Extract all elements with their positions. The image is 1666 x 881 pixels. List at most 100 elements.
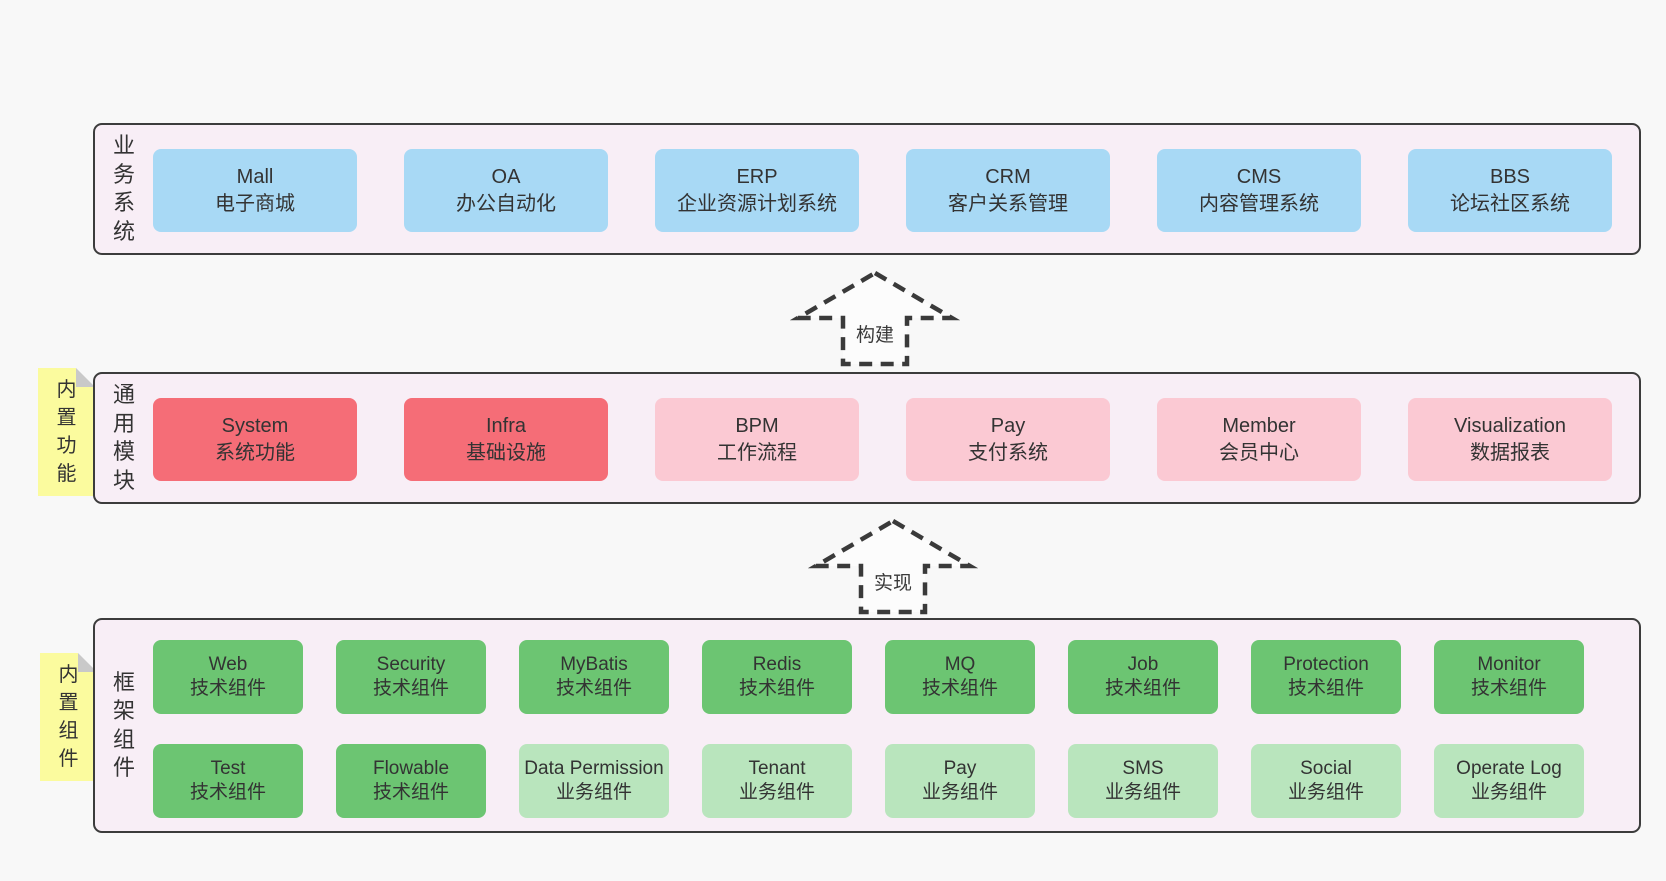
module-box: Member 会员中心 [1157, 398, 1361, 481]
module-box: BBS 论坛社区系统 [1408, 149, 1612, 232]
module-box: Infra 基础设施 [404, 398, 608, 481]
band-common-modules-label: 通用模块 [113, 381, 136, 493]
up-arrow-dashed-icon [790, 270, 960, 367]
module-title: Social [1300, 758, 1352, 780]
module-subtitle: 技术组件 [555, 678, 632, 699]
sticky-builtin-features: 内置功能 [38, 368, 95, 496]
module-box: Pay 支付系统 [906, 398, 1110, 481]
module-box: Mall 电子商城 [153, 149, 357, 232]
module-subtitle: 技术组件 [1287, 678, 1364, 699]
module-subtitle: 支付系统 [968, 441, 1048, 464]
module-box: Visualization 数据报表 [1408, 398, 1612, 481]
module-box: Web 技术组件 [153, 640, 303, 714]
module-title: Member [1222, 414, 1296, 437]
module-box: SMS 业务组件 [1068, 744, 1218, 818]
module-title: SMS [1122, 758, 1164, 780]
framework-components-row-1: Web 技术组件 Security 技术组件 MyBatis 技术组件 Redi… [153, 640, 1584, 714]
module-subtitle: 论坛社区系统 [1450, 192, 1570, 215]
module-title: System [221, 414, 289, 437]
module-title: Redis [752, 654, 802, 676]
arrow-implement: 实现 [808, 518, 978, 616]
module-box: Job 技术组件 [1068, 640, 1218, 714]
module-title: Flowable [372, 758, 450, 780]
module-subtitle: 技术组件 [372, 782, 449, 803]
module-subtitle: 技术组件 [921, 678, 998, 699]
module-subtitle: 业务组件 [738, 782, 815, 803]
module-subtitle: 工作流程 [717, 441, 797, 464]
band-business-systems: 业务系统 Mall 电子商城 OA 办公自动化 ERP 企业资源计划系统 CRM… [93, 123, 1641, 255]
module-subtitle: 业务组件 [1104, 782, 1181, 803]
folded-corner-icon [76, 368, 95, 387]
module-subtitle: 办公自动化 [456, 192, 556, 215]
module-subtitle: 客户关系管理 [948, 192, 1068, 215]
band-framework-components-label: 框架组件 [113, 669, 136, 781]
module-title: Job [1127, 654, 1159, 676]
module-subtitle: 技术组件 [1104, 678, 1181, 699]
arrow-build-label: 构建 [855, 325, 895, 346]
module-subtitle: 技术组件 [1470, 678, 1547, 699]
module-box: MyBatis 技术组件 [519, 640, 669, 714]
module-title: Protection [1283, 654, 1369, 676]
module-title: MQ [944, 654, 976, 676]
band-framework-components: 框架组件 Web 技术组件 Security 技术组件 MyBatis 技术组件… [93, 618, 1641, 833]
business-systems-boxes: Mall 电子商城 OA 办公自动化 ERP 企业资源计划系统 CRM 客户关系… [153, 149, 1612, 232]
module-title: Tenant [748, 758, 806, 780]
module-box: Security 技术组件 [336, 640, 486, 714]
module-title: Pay [990, 414, 1026, 437]
module-box: Flowable 技术组件 [336, 744, 486, 818]
up-arrow-dashed-icon [808, 518, 978, 615]
module-subtitle: 数据报表 [1470, 441, 1550, 464]
module-title: ERP [736, 165, 778, 188]
module-title: Visualization [1454, 414, 1566, 437]
module-box: MQ 技术组件 [885, 640, 1035, 714]
module-title: Test [210, 758, 246, 780]
sticky-builtin-components-label: 内置组件 [58, 664, 79, 770]
module-subtitle: 业务组件 [1287, 782, 1364, 803]
module-box: Data Permission 业务组件 [519, 744, 669, 818]
band-business-systems-label: 业务系统 [113, 132, 136, 244]
module-box: Monitor 技术组件 [1434, 640, 1584, 714]
module-title: Monitor [1477, 654, 1541, 676]
module-title: BPM [735, 414, 779, 437]
arrow-build: 构建 [790, 270, 960, 368]
module-title: Web [208, 654, 248, 676]
module-subtitle: 会员中心 [1219, 441, 1299, 464]
module-box: ERP 企业资源计划系统 [655, 149, 859, 232]
module-subtitle: 业务组件 [1470, 782, 1547, 803]
folded-corner-icon [78, 653, 97, 672]
module-title: Infra [485, 414, 527, 437]
module-subtitle: 电子商城 [215, 192, 295, 215]
module-title: CMS [1236, 165, 1282, 188]
module-box: OA 办公自动化 [404, 149, 608, 232]
module-box: Social 业务组件 [1251, 744, 1401, 818]
module-subtitle: 技术组件 [738, 678, 815, 699]
module-title: OA [491, 165, 521, 188]
module-subtitle: 技术组件 [189, 678, 266, 699]
module-box: Tenant 业务组件 [702, 744, 852, 818]
module-box: CRM 客户关系管理 [906, 149, 1110, 232]
module-title: MyBatis [560, 654, 628, 676]
module-subtitle: 技术组件 [372, 678, 449, 699]
module-box: Operate Log 业务组件 [1434, 744, 1584, 818]
module-title: CRM [985, 165, 1031, 188]
module-box: CMS 内容管理系统 [1157, 149, 1361, 232]
module-box: System 系统功能 [153, 398, 357, 481]
sticky-builtin-features-label: 内置功能 [56, 379, 77, 485]
module-box: Redis 技术组件 [702, 640, 852, 714]
module-title: Security [376, 654, 446, 676]
framework-components-row-2: Test 技术组件 Flowable 技术组件 Data Permission … [153, 744, 1584, 818]
module-title: Mall [236, 165, 274, 188]
module-subtitle: 内容管理系统 [1199, 192, 1319, 215]
common-modules-boxes: System 系统功能 Infra 基础设施 BPM 工作流程 Pay 支付系统… [153, 398, 1612, 481]
module-box: Pay 业务组件 [885, 744, 1035, 818]
band-common-modules: 通用模块 System 系统功能 Infra 基础设施 BPM 工作流程 Pay… [93, 372, 1641, 504]
module-subtitle: 基础设施 [466, 441, 546, 464]
sticky-builtin-components: 内置组件 [40, 653, 97, 781]
module-subtitle: 业务组件 [555, 782, 632, 803]
module-subtitle: 企业资源计划系统 [677, 192, 837, 215]
module-box: Protection 技术组件 [1251, 640, 1401, 714]
module-subtitle: 业务组件 [921, 782, 998, 803]
module-subtitle: 系统功能 [215, 441, 295, 464]
module-subtitle: 技术组件 [189, 782, 266, 803]
